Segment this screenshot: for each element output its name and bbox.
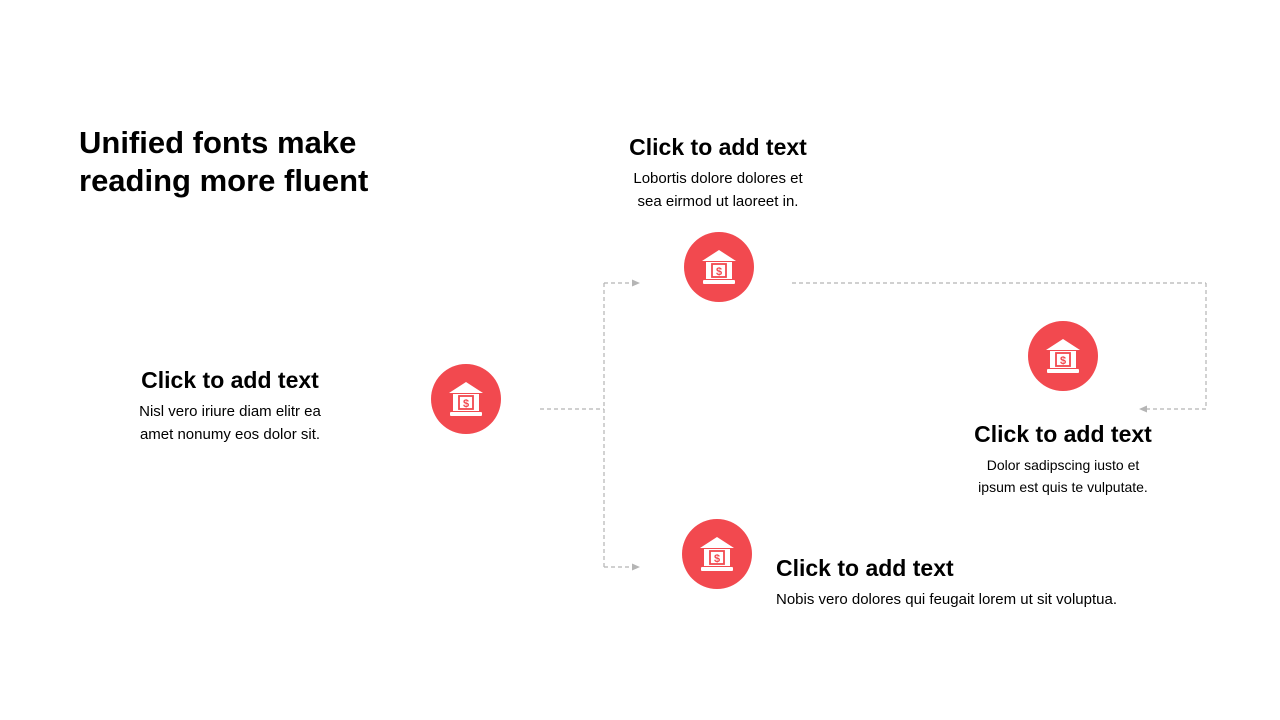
node-left[interactable]: $ [431,364,501,434]
text-block-right: Click to add text Dolor sadipscing iusto… [932,420,1194,498]
body-right[interactable]: Dolor sadipscing iusto et ipsum est quis… [978,457,1148,495]
svg-text:$: $ [714,553,720,565]
svg-text:$: $ [1060,355,1066,367]
text-block-left: Click to add text Nisl vero iriure diam … [100,366,360,446]
bank-dollar-icon: $ [700,537,734,571]
bank-dollar-icon: $ [702,250,736,284]
heading-left[interactable]: Click to add text [141,367,319,393]
heading-right[interactable]: Click to add text [974,421,1152,447]
body-top[interactable]: Lobortis dolore dolores et sea eirmod ut… [633,170,803,210]
heading-top[interactable]: Click to add text [629,134,807,160]
bank-dollar-icon: $ [449,382,483,416]
body-bottom[interactable]: Nobis vero dolores qui feugait lorem ut … [776,591,1118,608]
node-top[interactable]: $ [684,232,754,302]
heading-bottom[interactable]: Click to add text [776,555,954,581]
svg-text:$: $ [716,266,722,278]
text-block-bottom: Click to add text Nobis vero dolores qui… [776,554,1196,611]
body-left[interactable]: Nisl vero iriure diam elitr ea amet nonu… [139,403,321,443]
arrow-bottom [632,563,640,571]
arrow-right [1139,405,1147,413]
text-block-top: Click to add text Lobortis dolore dolore… [588,133,848,213]
node-bottom[interactable]: $ [682,519,752,589]
bank-dollar-icon: $ [1046,339,1080,373]
slide-title[interactable]: Unified fonts make reading more fluent [79,125,369,198]
arrow-top [632,279,640,287]
node-right[interactable]: $ [1028,321,1098,391]
svg-text:$: $ [463,398,469,410]
